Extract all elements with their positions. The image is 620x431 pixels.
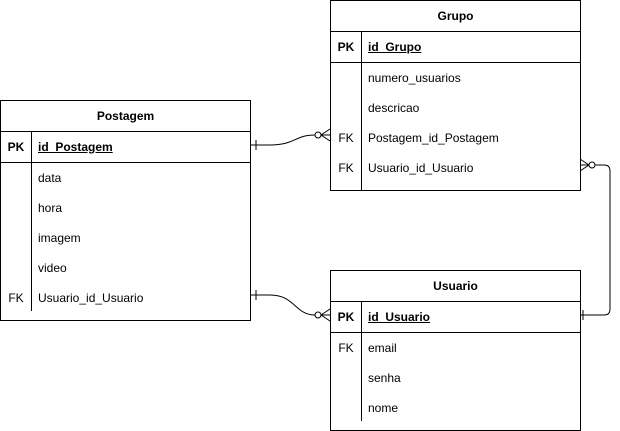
pk-label: PK xyxy=(337,310,355,324)
attribute-field: email xyxy=(368,341,397,355)
key-label xyxy=(331,393,361,423)
entity-title: Usuario xyxy=(331,271,580,302)
pk-row[interactable]: PK id_Grupo xyxy=(331,32,580,63)
relationship-usuario-grupo xyxy=(579,158,611,320)
attribute-row[interactable]: FK Usuario_id_Usuario xyxy=(331,153,580,183)
key-column-divider xyxy=(361,301,362,421)
key-label xyxy=(331,63,361,93)
attribute-field: Postagem_id_Postagem xyxy=(368,131,499,145)
pk-field: id_Grupo xyxy=(368,40,422,54)
attribute-field: numero_usuarios xyxy=(368,71,461,85)
key-label: FK xyxy=(338,131,354,145)
attribute-field: Usuario_id_Usuario xyxy=(38,291,144,305)
key-column-divider xyxy=(361,31,362,190)
key-label: FK xyxy=(338,341,354,355)
key-label: FK xyxy=(8,291,24,305)
attribute-field: senha xyxy=(368,371,401,385)
entity-title: Grupo xyxy=(331,1,580,32)
key-label xyxy=(1,253,31,283)
relationship-postagem-grupo xyxy=(250,128,331,150)
attribute-row[interactable]: nome xyxy=(331,393,580,423)
attribute-row[interactable]: hora xyxy=(1,193,250,223)
key-column-divider xyxy=(31,131,32,311)
attribute-field: data xyxy=(38,171,62,185)
attribute-field: Usuario_id_Usuario xyxy=(368,161,474,175)
key-label xyxy=(331,93,361,123)
entity-grupo[interactable]: Grupo PK id_Grupo numero_usuarios descri… xyxy=(330,0,581,191)
entity-title: Postagem xyxy=(1,101,250,132)
attribute-field: nome xyxy=(368,401,399,415)
pk-label: PK xyxy=(337,40,355,54)
relationship-postagem-usuario xyxy=(250,290,331,322)
attribute-field: hora xyxy=(38,201,63,215)
pk-row[interactable]: PK id_Postagem xyxy=(1,132,250,163)
attribute-row[interactable]: video xyxy=(1,253,250,283)
pk-row[interactable]: PK id_Usuario xyxy=(331,302,580,333)
attribute-row[interactable]: data xyxy=(1,163,250,193)
attribute-row[interactable]: FK email xyxy=(331,333,580,363)
attribute-row[interactable]: senha xyxy=(331,363,580,393)
attribute-row[interactable]: numero_usuarios xyxy=(331,63,580,93)
entity-postagem[interactable]: Postagem PK id_Postagem data hora imagem… xyxy=(0,100,251,321)
key-label xyxy=(1,223,31,253)
attribute-field: video xyxy=(38,261,67,275)
attribute-row[interactable]: imagem xyxy=(1,223,250,253)
attribute-row[interactable]: descricao xyxy=(331,93,580,123)
entity-usuario[interactable]: Usuario PK id_Usuario FK email senha nom… xyxy=(330,270,581,431)
pk-label: PK xyxy=(7,140,25,154)
key-label: FK xyxy=(338,161,354,175)
attribute-field: descricao xyxy=(368,101,420,115)
key-label xyxy=(331,363,361,393)
attribute-field: imagem xyxy=(38,231,81,245)
attribute-row[interactable]: FK Postagem_id_Postagem xyxy=(331,123,580,153)
attribute-row[interactable]: FK Usuario_id_Usuario xyxy=(1,283,250,313)
key-label xyxy=(1,193,31,223)
key-label xyxy=(1,163,31,193)
pk-field: id_Usuario xyxy=(368,310,431,324)
pk-field: id_Postagem xyxy=(38,140,113,154)
